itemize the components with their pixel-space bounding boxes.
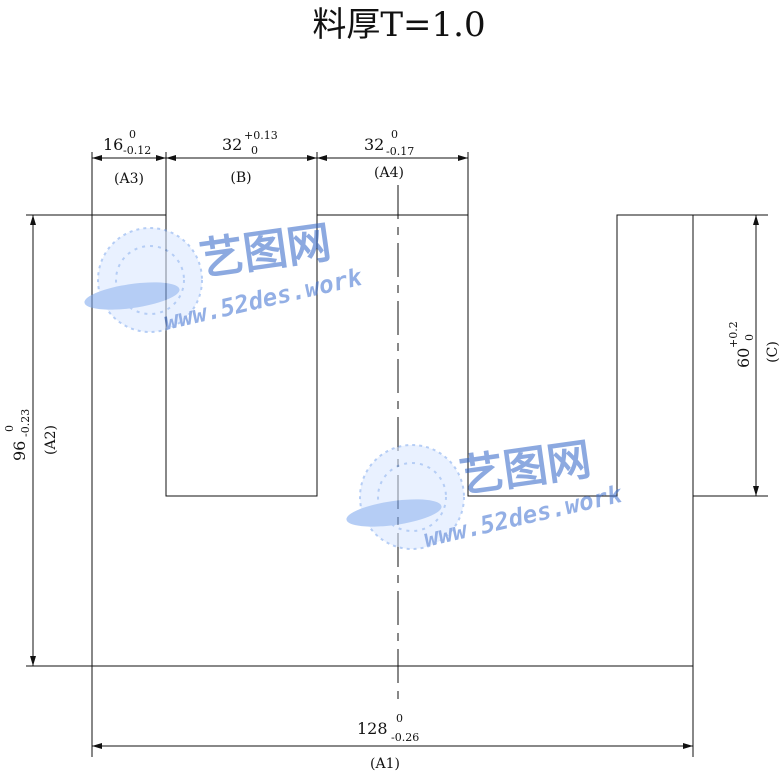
b-reference: (B) [230, 170, 251, 186]
extension-lines [26, 152, 768, 757]
dimension-b: 32 +0.13 0 (B) [222, 129, 278, 186]
a4-reference: (A4) [374, 165, 404, 181]
a4-nominal: 32 [364, 135, 384, 154]
watermark-top: 艺图网 www.52des.work [84, 217, 366, 336]
a1-lower-tolerance: -0.26 [391, 731, 419, 744]
b-nominal: 32 [222, 135, 242, 154]
a2-upper-tolerance: 0 [3, 425, 16, 432]
c-reference: (C) [765, 341, 780, 363]
a4-upper-tolerance: 0 [391, 128, 398, 141]
globe-logo-icon [346, 444, 465, 550]
a3-lower-tolerance: -0.12 [123, 144, 151, 157]
b-lower-tolerance: 0 [251, 144, 258, 157]
dimension-a1: 128 0 -0.26 (A1) [357, 712, 419, 772]
a2-nominal: 96 [10, 441, 29, 461]
a4-lower-tolerance: -0.17 [386, 145, 414, 158]
dimension-a4: 32 0 -0.17 (A4) [364, 128, 414, 181]
watermark-bottom: 艺图网 www.52des.work [346, 434, 626, 553]
dimension-c: 60 +0.2 0 (C) [727, 321, 780, 368]
globe-logo-icon [84, 227, 203, 333]
a1-nominal: 128 [357, 719, 388, 738]
material-thickness-title: 料厚T=1.0 [312, 5, 485, 45]
c-upper-tolerance: +0.2 [727, 321, 740, 348]
a3-nominal: 16 [103, 135, 123, 154]
c-nominal: 60 [734, 348, 753, 368]
dimension-a2: 96 0 -0.23 (A2) [3, 409, 59, 461]
c-lower-tolerance: 0 [743, 334, 756, 341]
b-upper-tolerance: +0.13 [244, 129, 278, 142]
a3-reference: (A3) [114, 171, 144, 187]
a2-lower-tolerance: -0.23 [19, 409, 32, 437]
a3-upper-tolerance: 0 [129, 128, 136, 141]
a2-reference: (A2) [43, 425, 59, 455]
dimension-a3: 16 0 -0.12 (A3) [103, 128, 151, 187]
a1-upper-tolerance: 0 [396, 712, 403, 725]
a1-reference: (A1) [370, 756, 400, 772]
